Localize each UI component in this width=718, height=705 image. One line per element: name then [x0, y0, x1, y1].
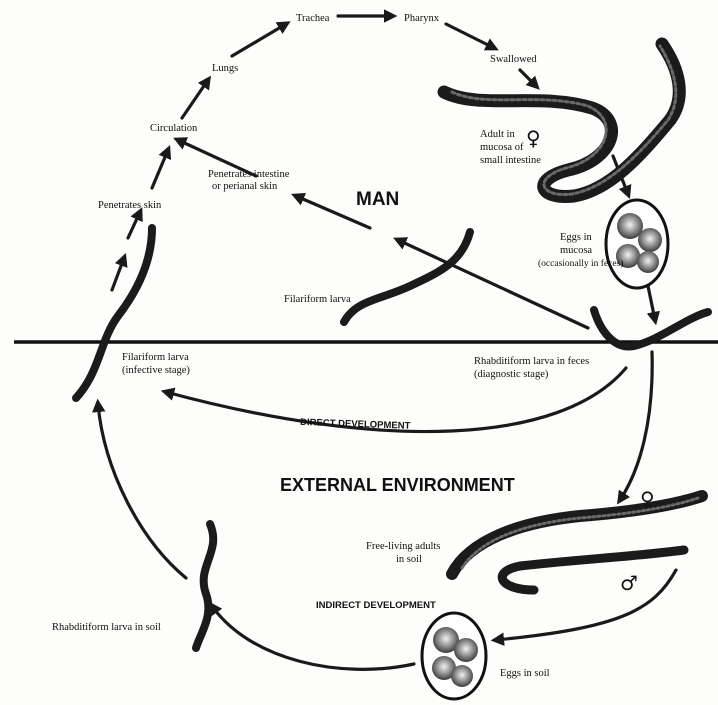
- eggs-in-soil: [422, 613, 486, 699]
- label-rhabditiform-soil: Rhabditiform larva in soil: [52, 622, 161, 633]
- arrow-to-filariform-infective: [98, 404, 186, 578]
- eggs-in-mucosa: [606, 200, 668, 288]
- label-filariform-infective-line2: (infective stage): [122, 365, 190, 376]
- arrow-adults-to-eggs-soil: [496, 570, 676, 640]
- label-filariform-upper: Filariform larva: [284, 294, 351, 305]
- label-penetrates-intestine-line2: or perianal skin: [212, 181, 278, 192]
- male-symbol-soil: ♂: [620, 571, 638, 595]
- label-free-living-line1: Free-living adults: [366, 541, 440, 552]
- migration-arrows: [112, 16, 536, 290]
- female-symbol-host: ♀: [526, 126, 541, 150]
- label-pharynx: Pharynx: [404, 13, 440, 24]
- label-free-living-line2: in soil: [396, 554, 422, 565]
- label-rhabditiform-feces-line1: Rhabditiform larva in feces: [474, 356, 589, 367]
- label-trachea: Trachea: [296, 13, 330, 24]
- label-adult-line2: mucosa of: [480, 142, 524, 153]
- label-filariform-infective-line1: Filariform larva: [122, 352, 189, 363]
- rhabditiform-larva-soil: [196, 524, 213, 648]
- label-indirect-development: INDIRECT DEVELOPMENT: [316, 600, 436, 611]
- label-penetrates-skin: Penetrates skin: [98, 200, 162, 211]
- label-eggs-mucosa-line1: Eggs in: [560, 232, 593, 243]
- label-penetrates-intestine-line1: Penetrates intestine: [208, 169, 290, 180]
- label-man: MAN: [356, 189, 399, 210]
- label-adult-line1: Adult in: [480, 129, 515, 140]
- label-direct-development: DIRECT DEVELOPMENT: [300, 417, 411, 432]
- label-adult-line3: small intestine: [480, 155, 541, 166]
- arrow-to-free-living: [620, 352, 652, 500]
- female-symbol-soil: ♀: [640, 487, 655, 511]
- label-rhabditiform-feces-line2: (diagnostic stage): [474, 369, 549, 380]
- label-eggs-mucosa-line2: mucosa: [560, 245, 592, 256]
- label-swallowed: Swallowed: [490, 54, 537, 65]
- arrow-eggs-to-larva: [648, 286, 655, 320]
- free-living-male-worm: [502, 550, 684, 590]
- label-circulation: Circulation: [150, 123, 198, 134]
- label-eggs-mucosa-line3: (occasionally in feces): [538, 258, 623, 269]
- label-external-environment: EXTERNAL ENVIRONMENT: [280, 475, 515, 495]
- adult-female-worm: [444, 44, 679, 197]
- label-lungs: Lungs: [212, 63, 238, 74]
- label-eggs-soil: Eggs in soil: [500, 668, 550, 679]
- arrow-eggs-to-rhabditiform-soil: [212, 606, 414, 669]
